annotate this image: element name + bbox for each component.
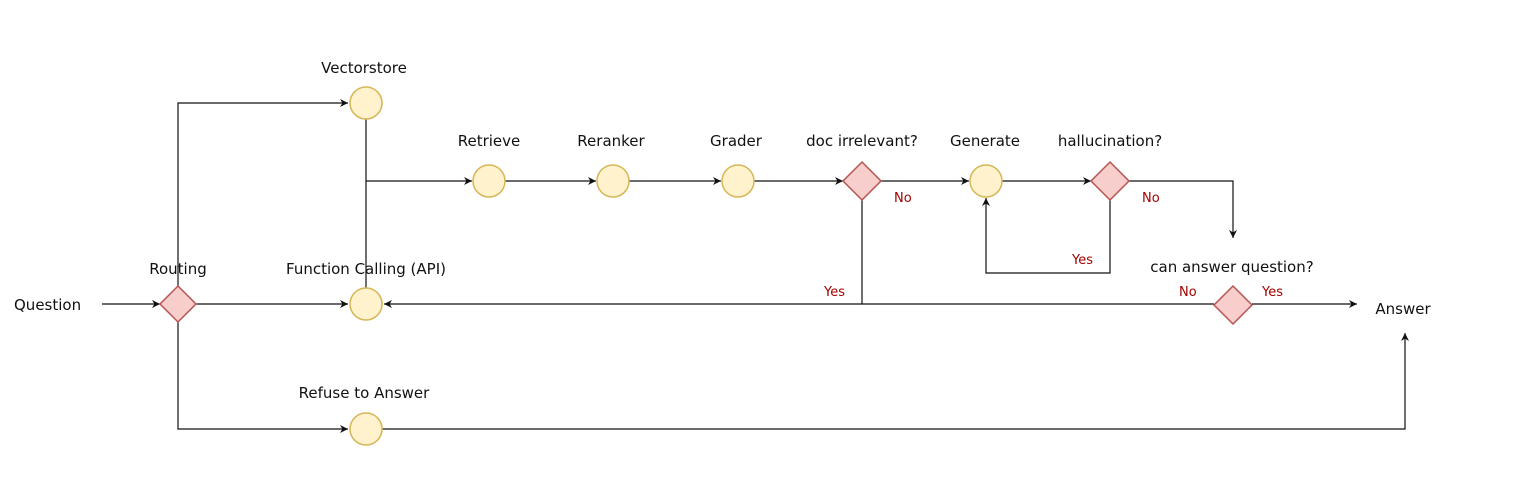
refuse-label: Refuse to Answer: [299, 384, 430, 402]
hallucination-decision: [1089, 160, 1131, 202]
can-answer-decision: [1212, 284, 1254, 326]
can-answer-yes-label: Yes: [1261, 285, 1283, 300]
edge-labels: No Yes No Yes No Yes: [823, 191, 1283, 300]
hallucination-label: hallucination?: [1058, 132, 1162, 150]
function-calling-node: [349, 287, 383, 321]
doc-irrelevant-no-label: No: [894, 191, 912, 206]
edge-routing-refuse: [177, 322, 348, 433]
answer-label: Answer: [1375, 300, 1431, 318]
generate-node: [969, 164, 1003, 198]
doc-irrelevant-yes-label: Yes: [823, 285, 845, 300]
doc-irrelevant-decision: [841, 160, 883, 202]
grader-label: Grader: [710, 132, 763, 150]
edge-routing-vectorstore: [177, 99, 348, 286]
node-labels: Question Routing Vectorstore Function Ca…: [14, 59, 1431, 402]
can-answer-label: can answer question?: [1150, 258, 1313, 276]
edges: [102, 99, 1409, 433]
function-calling-label: Function Calling (API): [286, 260, 446, 278]
nodes: [158, 86, 1254, 446]
edge-refuse-answer: [382, 333, 1409, 430]
vectorstore-node: [349, 86, 383, 120]
retrieve-node: [472, 164, 506, 198]
edge-doc-irrelevant-function-calling: [384, 199, 863, 308]
reranker-label: Reranker: [577, 132, 645, 150]
can-answer-no-label: No: [1179, 285, 1197, 300]
edge-hallucination-can-answer: [1129, 180, 1237, 238]
question-label: Question: [14, 296, 81, 314]
reranker-node: [596, 164, 630, 198]
edge-hallucination-generate: [982, 198, 1111, 274]
hallucination-yes-label: Yes: [1071, 253, 1093, 268]
routing-label: Routing: [149, 260, 207, 278]
hallucination-no-label: No: [1142, 191, 1160, 206]
doc-irrelevant-label: doc irrelevant?: [806, 132, 918, 150]
generate-label: Generate: [950, 132, 1020, 150]
routing-decision: [158, 284, 198, 324]
retrieve-label: Retrieve: [458, 132, 521, 150]
grader-node: [721, 164, 755, 198]
refuse-node: [349, 412, 383, 446]
vectorstore-label: Vectorstore: [321, 59, 407, 77]
